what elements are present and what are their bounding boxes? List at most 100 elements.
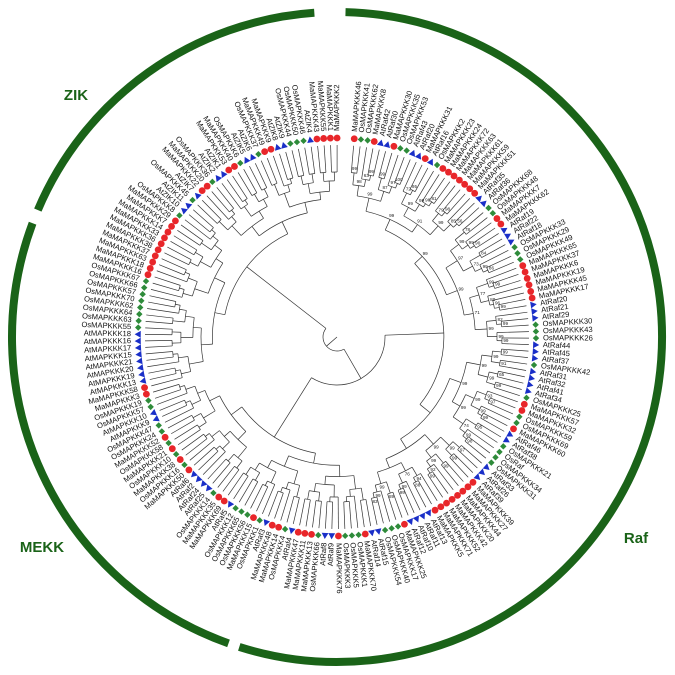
arabidopsis-gene-marker [134, 330, 141, 338]
branch-line [501, 318, 529, 322]
banana-gene-marker [157, 240, 165, 248]
branch-line [398, 473, 403, 484]
branch-line [465, 217, 488, 235]
branch-line [493, 387, 520, 397]
rice-gene-marker [513, 419, 520, 427]
branch-line [146, 356, 174, 361]
branch-arc [464, 436, 469, 442]
bootstrap-value: 99 [489, 375, 495, 380]
triangle-marker-shape [531, 354, 539, 362]
branch-line [452, 416, 464, 425]
banana-gene-marker [437, 503, 445, 511]
branch-line [462, 244, 469, 250]
bootstrap-value: 90 [475, 241, 481, 246]
branch-arc [289, 199, 321, 208]
branch-arc [197, 256, 204, 267]
triangle-marker-shape [532, 314, 539, 322]
rice-gene-marker [139, 290, 146, 298]
branch-arc [243, 472, 249, 477]
triangle-marker-shape [321, 532, 329, 540]
branch-arc [478, 252, 482, 258]
rice-gene-marker [348, 532, 356, 539]
raf-group-label: Raf [624, 530, 649, 547]
branch-arc [192, 281, 198, 297]
branch-line [365, 198, 370, 212]
branch-line [194, 288, 209, 294]
branch-line [159, 399, 185, 411]
branch-line [145, 345, 173, 348]
branch-line [218, 221, 229, 231]
branch-line [212, 235, 219, 241]
branch-line [147, 361, 179, 368]
leaf-label: AtRaf45 [542, 347, 570, 358]
banana-gene-marker [308, 530, 315, 538]
triangle-marker-shape [328, 533, 336, 540]
branch-line [237, 431, 247, 440]
branch-line [472, 227, 496, 244]
branch-arc [240, 203, 248, 210]
arabidopsis-gene-marker [478, 468, 485, 476]
branch-line [266, 158, 278, 184]
arabidopsis-gene-marker [376, 139, 384, 147]
bootstrap-value: 93 [487, 394, 493, 399]
branch-arc [259, 462, 277, 473]
leaf-label: AtRaf20 [539, 294, 568, 307]
bootstrap-value: 91 [417, 218, 423, 223]
triangle-marker-shape [502, 436, 510, 443]
branch-line [459, 428, 466, 433]
branch-line [318, 492, 320, 501]
branch-line [445, 448, 452, 456]
branch-line [251, 226, 260, 237]
triangle-marker-shape [191, 470, 198, 478]
branch-line [488, 285, 494, 288]
branch-line [188, 214, 211, 233]
rice-gene-marker [488, 459, 495, 466]
branch-line [492, 292, 524, 301]
branch-line [457, 449, 478, 469]
branch-line [469, 294, 479, 299]
banana-gene-marker [335, 532, 342, 540]
branch-line [231, 225, 242, 236]
branch-line [371, 498, 378, 525]
leaf-label: MaMAPKKK46 [350, 81, 363, 132]
branch-arc [385, 229, 447, 295]
triangle-marker-shape [215, 175, 223, 182]
leaf-label: AtRaf37 [541, 354, 569, 366]
branch-line [353, 475, 356, 489]
branch-line [372, 492, 375, 498]
branch-arc [311, 335, 386, 386]
leaf-label: OsMAPKKK63 [82, 311, 132, 324]
branch-line [477, 391, 487, 396]
branch-line [202, 451, 226, 475]
branch-line [244, 199, 249, 205]
arabidopsis-gene-marker [482, 463, 490, 471]
branch-arc [193, 249, 198, 255]
branch-line [185, 315, 195, 318]
rice-gene-marker [500, 443, 507, 450]
bootstrap-value: 99 [408, 201, 414, 206]
banana-gene-marker [497, 220, 505, 228]
branch-line [474, 427, 498, 443]
bootstrap-value: 98 [425, 198, 431, 203]
branch-arc [209, 433, 215, 440]
branch-arc [400, 378, 451, 440]
banana-gene-marker [301, 529, 309, 537]
branch-line [501, 324, 529, 328]
banana-gene-marker [390, 142, 398, 150]
branch-line [421, 174, 440, 202]
branch-line [226, 179, 243, 202]
bootstrap-value: 99 [503, 338, 509, 343]
triangle-marker-shape [528, 374, 535, 382]
banana-gene-marker [461, 180, 469, 188]
branch-line [274, 492, 284, 519]
branch-line [477, 374, 488, 378]
banana-gene-marker [154, 246, 162, 254]
zik-group-label: ZIK [64, 87, 88, 104]
bootstrap-value: 99 [481, 409, 487, 414]
branch-arc [315, 500, 322, 502]
branch-line [374, 485, 378, 493]
rice-gene-marker [364, 137, 371, 144]
branch-arc [251, 192, 257, 196]
branch-line [268, 490, 279, 517]
triangle-marker-shape [368, 529, 375, 537]
